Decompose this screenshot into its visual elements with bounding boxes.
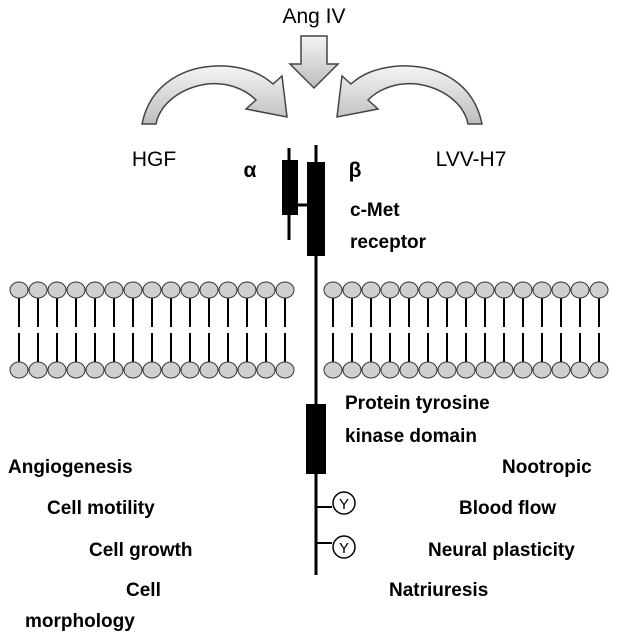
lipid-head <box>275 361 295 379</box>
tyrosine-site-1: Y <box>316 491 356 515</box>
lipid-head <box>256 281 276 299</box>
lipid-head <box>199 361 219 379</box>
effect-cell-morphology-line2: morphology <box>25 611 135 632</box>
lipid-head <box>418 281 438 299</box>
lipid-head <box>361 361 381 379</box>
beta-subunit-label: β <box>349 159 362 182</box>
lipid-head <box>494 281 514 299</box>
lipid-head <box>323 281 343 299</box>
lipid-head <box>66 281 86 299</box>
cell-membrane-bilayer <box>9 281 609 379</box>
tyrosine-symbol: Y <box>339 540 349 557</box>
effect-natriuresis: Natriuresis <box>389 580 488 601</box>
lipid-head <box>475 361 495 379</box>
c-met-label: c-Met <box>350 200 400 221</box>
lipid-head <box>28 361 48 379</box>
lipid-head <box>237 361 257 379</box>
lipid-head <box>323 361 343 379</box>
lipid-head <box>513 281 533 299</box>
lipid-head <box>85 281 105 299</box>
lipid-head <box>104 361 124 379</box>
lipid-head <box>589 281 609 299</box>
ang-iv-label: Ang IV <box>282 5 345 28</box>
lipid-head <box>589 361 609 379</box>
lipid-head <box>380 281 400 299</box>
lipid-head <box>275 281 295 299</box>
effect-cell-morphology-line1: Cell <box>126 580 161 601</box>
lipid-head <box>551 361 571 379</box>
lipid-head <box>218 281 238 299</box>
receptor-label: receptor <box>350 232 427 253</box>
lipid-head <box>85 361 105 379</box>
kinase-domain-label-line2: kinase domain <box>345 426 477 447</box>
lipid-head <box>47 361 67 379</box>
lipid-head <box>342 281 362 299</box>
effect-cell-motility: Cell motility <box>47 498 155 519</box>
lipid-head <box>475 281 495 299</box>
kinase-domain-block <box>306 404 326 474</box>
ang-iv-down-arrow <box>288 35 340 90</box>
lipid-head <box>180 281 200 299</box>
lipid-head <box>142 281 162 299</box>
lipid-head <box>570 361 590 379</box>
hgf-label: HGF <box>132 148 176 171</box>
lipid-head <box>380 361 400 379</box>
lipid-head <box>161 361 181 379</box>
beta-subunit <box>307 145 325 575</box>
lipid-head <box>551 281 571 299</box>
lipid-head <box>418 361 438 379</box>
effect-blood-flow: Blood flow <box>459 498 556 519</box>
lipid-head <box>237 281 257 299</box>
lipid-head <box>513 361 533 379</box>
lipid-head <box>9 361 29 379</box>
lipid-head <box>161 281 181 299</box>
lipid-head <box>399 361 419 379</box>
lipid-head <box>494 361 514 379</box>
lipid-head <box>218 361 238 379</box>
lipid-head <box>104 281 124 299</box>
lipid-head <box>28 281 48 299</box>
alpha-subunit-label: α <box>244 159 257 182</box>
kinase-domain-label-line1: Protein tyrosine <box>345 393 490 414</box>
lipid-head <box>47 281 67 299</box>
effect-angiogenesis: Angiogenesis <box>8 457 133 478</box>
lipid-head <box>199 281 219 299</box>
lipid-head <box>437 361 457 379</box>
hgf-curved-arrow <box>141 65 288 125</box>
lipid-head <box>180 361 200 379</box>
lipid-head <box>66 361 86 379</box>
lipid-head <box>142 361 162 379</box>
tyrosine-symbol: Y <box>339 496 349 513</box>
lipid-head <box>123 281 143 299</box>
lipid-head <box>256 361 276 379</box>
lvv-h7-curved-arrow <box>336 65 483 125</box>
lipid-head <box>437 281 457 299</box>
lipid-head <box>456 281 476 299</box>
effect-neural-plasticity: Neural plasticity <box>428 540 575 561</box>
lipid-head <box>361 281 381 299</box>
effect-cell-growth: Cell growth <box>89 540 192 561</box>
tyrosine-site-2: Y <box>316 535 356 559</box>
lipid-head <box>123 361 143 379</box>
lipid-head <box>532 361 552 379</box>
lvv-h7-label: LVV-H7 <box>436 148 507 171</box>
lipid-head <box>456 361 476 379</box>
lipid-head <box>9 281 29 299</box>
lipid-head <box>342 361 362 379</box>
effect-nootropic: Nootropic <box>502 457 592 478</box>
lipid-head <box>399 281 419 299</box>
alpha-subunit <box>282 148 307 240</box>
lipid-head <box>570 281 590 299</box>
lipid-head <box>532 281 552 299</box>
